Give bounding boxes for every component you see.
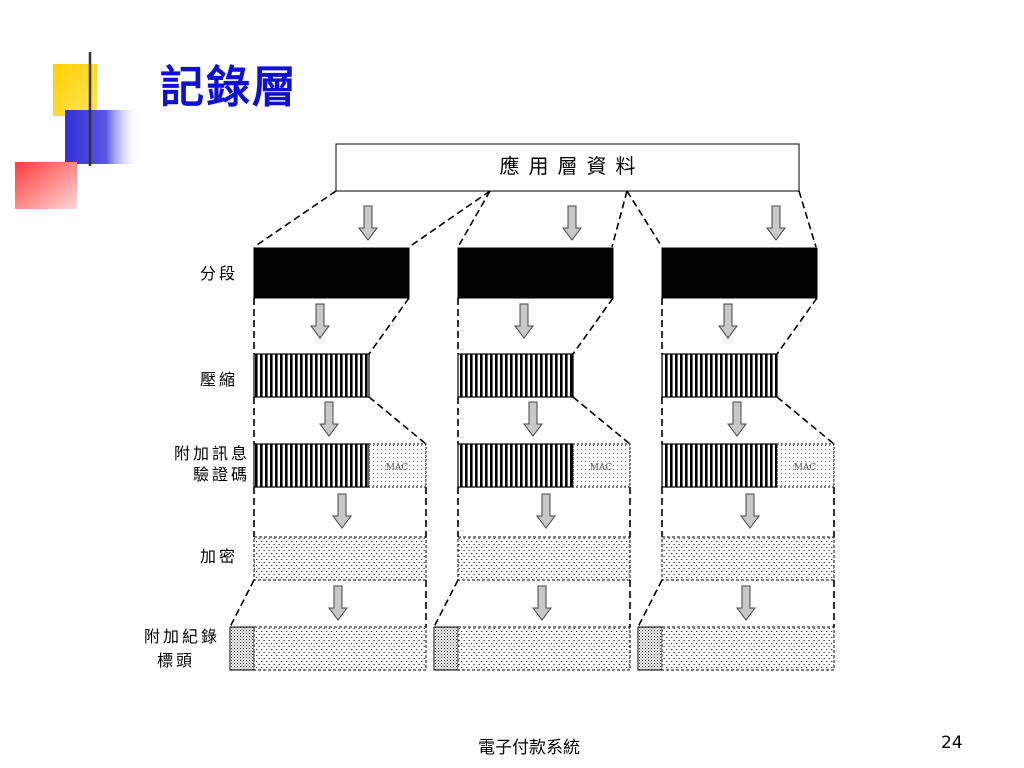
slide-title: 記錄層 bbox=[160, 62, 298, 113]
deco-blue-square bbox=[65, 110, 140, 164]
arrow-to-fragment-3 bbox=[766, 205, 786, 241]
corner-decoration bbox=[15, 52, 1024, 209]
mac-label-3: MAC bbox=[794, 463, 817, 473]
connector-frag-right-3 bbox=[776, 297, 818, 355]
record-body-block-3 bbox=[661, 626, 835, 671]
mac-label-1: MAC bbox=[386, 463, 409, 473]
top-connectors bbox=[253, 190, 817, 248]
mac-block-3 bbox=[776, 443, 835, 488]
arrow-to-fragment-1 bbox=[358, 205, 378, 241]
step-label-encrypt: 加密 bbox=[200, 547, 238, 566]
connector-comp-right-2 bbox=[572, 396, 631, 445]
record-body-block-2 bbox=[457, 626, 631, 671]
connector-enc-left-1 bbox=[229, 579, 255, 628]
record-header-block-2 bbox=[433, 626, 459, 671]
arrow-to-compress-2 bbox=[514, 303, 534, 339]
arrow-to-compress-3 bbox=[718, 303, 738, 339]
arrow-to-header-2 bbox=[532, 585, 552, 621]
arrow-to-mac-2 bbox=[523, 401, 543, 437]
connector-frag-right-1 bbox=[368, 297, 410, 355]
encrypted-block-3 bbox=[661, 536, 835, 581]
step-label-mac-line1: 附加訊息 bbox=[174, 444, 250, 463]
footer-title: 電子付款系統 bbox=[478, 738, 580, 758]
deco-red-square bbox=[15, 162, 77, 209]
record-body-block-1 bbox=[253, 626, 427, 671]
connector-enc-left-2 bbox=[433, 579, 459, 628]
mac-label-2: MAC bbox=[590, 463, 613, 473]
fragment-block-1 bbox=[253, 247, 410, 299]
encrypted-block-2 bbox=[457, 536, 631, 581]
mac-data-block-1 bbox=[253, 443, 370, 488]
arrow-to-encrypt-3 bbox=[740, 493, 760, 529]
encrypted-block-1 bbox=[253, 536, 427, 581]
compressed-block-3 bbox=[661, 353, 778, 398]
step-labels: 分段 壓縮 附加訊息 驗證碼 加密 附加紀錄 標頭 bbox=[144, 264, 250, 670]
arrow-to-fragment-2 bbox=[562, 205, 582, 241]
step-label-header-line1: 附加紀錄 bbox=[144, 627, 220, 646]
mac-block-2 bbox=[572, 443, 631, 488]
compressed-block-1 bbox=[253, 353, 370, 398]
arrow-to-encrypt-2 bbox=[536, 493, 556, 529]
arrow-to-mac-3 bbox=[727, 401, 747, 437]
app-data-box bbox=[335, 143, 800, 192]
compressed-block-2 bbox=[457, 353, 574, 398]
fragment-block-3 bbox=[661, 247, 818, 299]
connector-frag-right-2 bbox=[572, 297, 614, 355]
mac-data-block-2 bbox=[457, 443, 574, 488]
record-header-block-1 bbox=[229, 626, 255, 671]
arrow-to-compress-1 bbox=[310, 303, 330, 339]
arrow-to-encrypt-1 bbox=[332, 493, 352, 529]
step-label-header-line2: 標頭 bbox=[157, 651, 195, 670]
app-data-label: 應用層資料 bbox=[500, 154, 645, 178]
mac-block-1 bbox=[368, 443, 427, 488]
connector-comp-right-3 bbox=[776, 396, 835, 445]
arrow-to-header-3 bbox=[736, 585, 756, 621]
arrow-to-header-1 bbox=[328, 585, 348, 621]
fragment-block-2 bbox=[457, 247, 614, 299]
connector-comp-right-1 bbox=[368, 396, 427, 445]
record-columns: MAC MAC MAC bbox=[229, 205, 835, 671]
mac-data-block-3 bbox=[661, 443, 778, 488]
connector-enc-left-3 bbox=[637, 579, 663, 628]
step-label-compress: 壓縮 bbox=[200, 370, 238, 389]
step-label-fragment: 分段 bbox=[200, 264, 238, 283]
record-header-block-3 bbox=[637, 626, 663, 671]
step-label-mac-line2: 驗證碼 bbox=[193, 465, 250, 484]
page-number: 24 bbox=[941, 733, 963, 753]
arrow-to-mac-1 bbox=[319, 401, 339, 437]
